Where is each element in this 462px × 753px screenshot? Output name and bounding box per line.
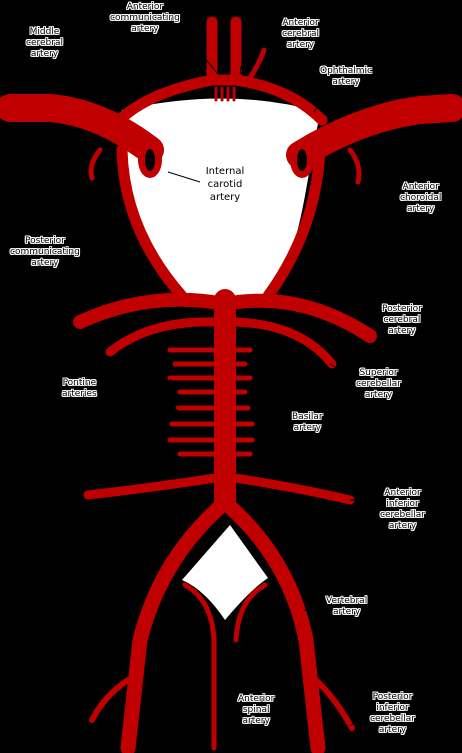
superior-cerebellar-artery-right bbox=[235, 322, 332, 364]
anterior-inferior-cerebellar-artery-left bbox=[88, 478, 215, 495]
pontine-arteries bbox=[170, 350, 252, 454]
superior-cerebellar-artery-left bbox=[110, 322, 215, 352]
anterior-communicating-artery bbox=[216, 88, 234, 100]
anterior-choroidal-artery-left bbox=[91, 150, 100, 178]
anterior-choroidal-artery-right bbox=[350, 150, 359, 182]
anterior-inferior-cerebellar-artery-right bbox=[235, 478, 350, 500]
posterior-inferior-cerebellar-artery-left bbox=[92, 680, 128, 720]
internal-carotid-right bbox=[290, 142, 314, 178]
vertebral-artery-left bbox=[128, 505, 222, 748]
internal-carotid-left bbox=[138, 142, 162, 178]
ophthalmic-artery bbox=[250, 50, 264, 78]
